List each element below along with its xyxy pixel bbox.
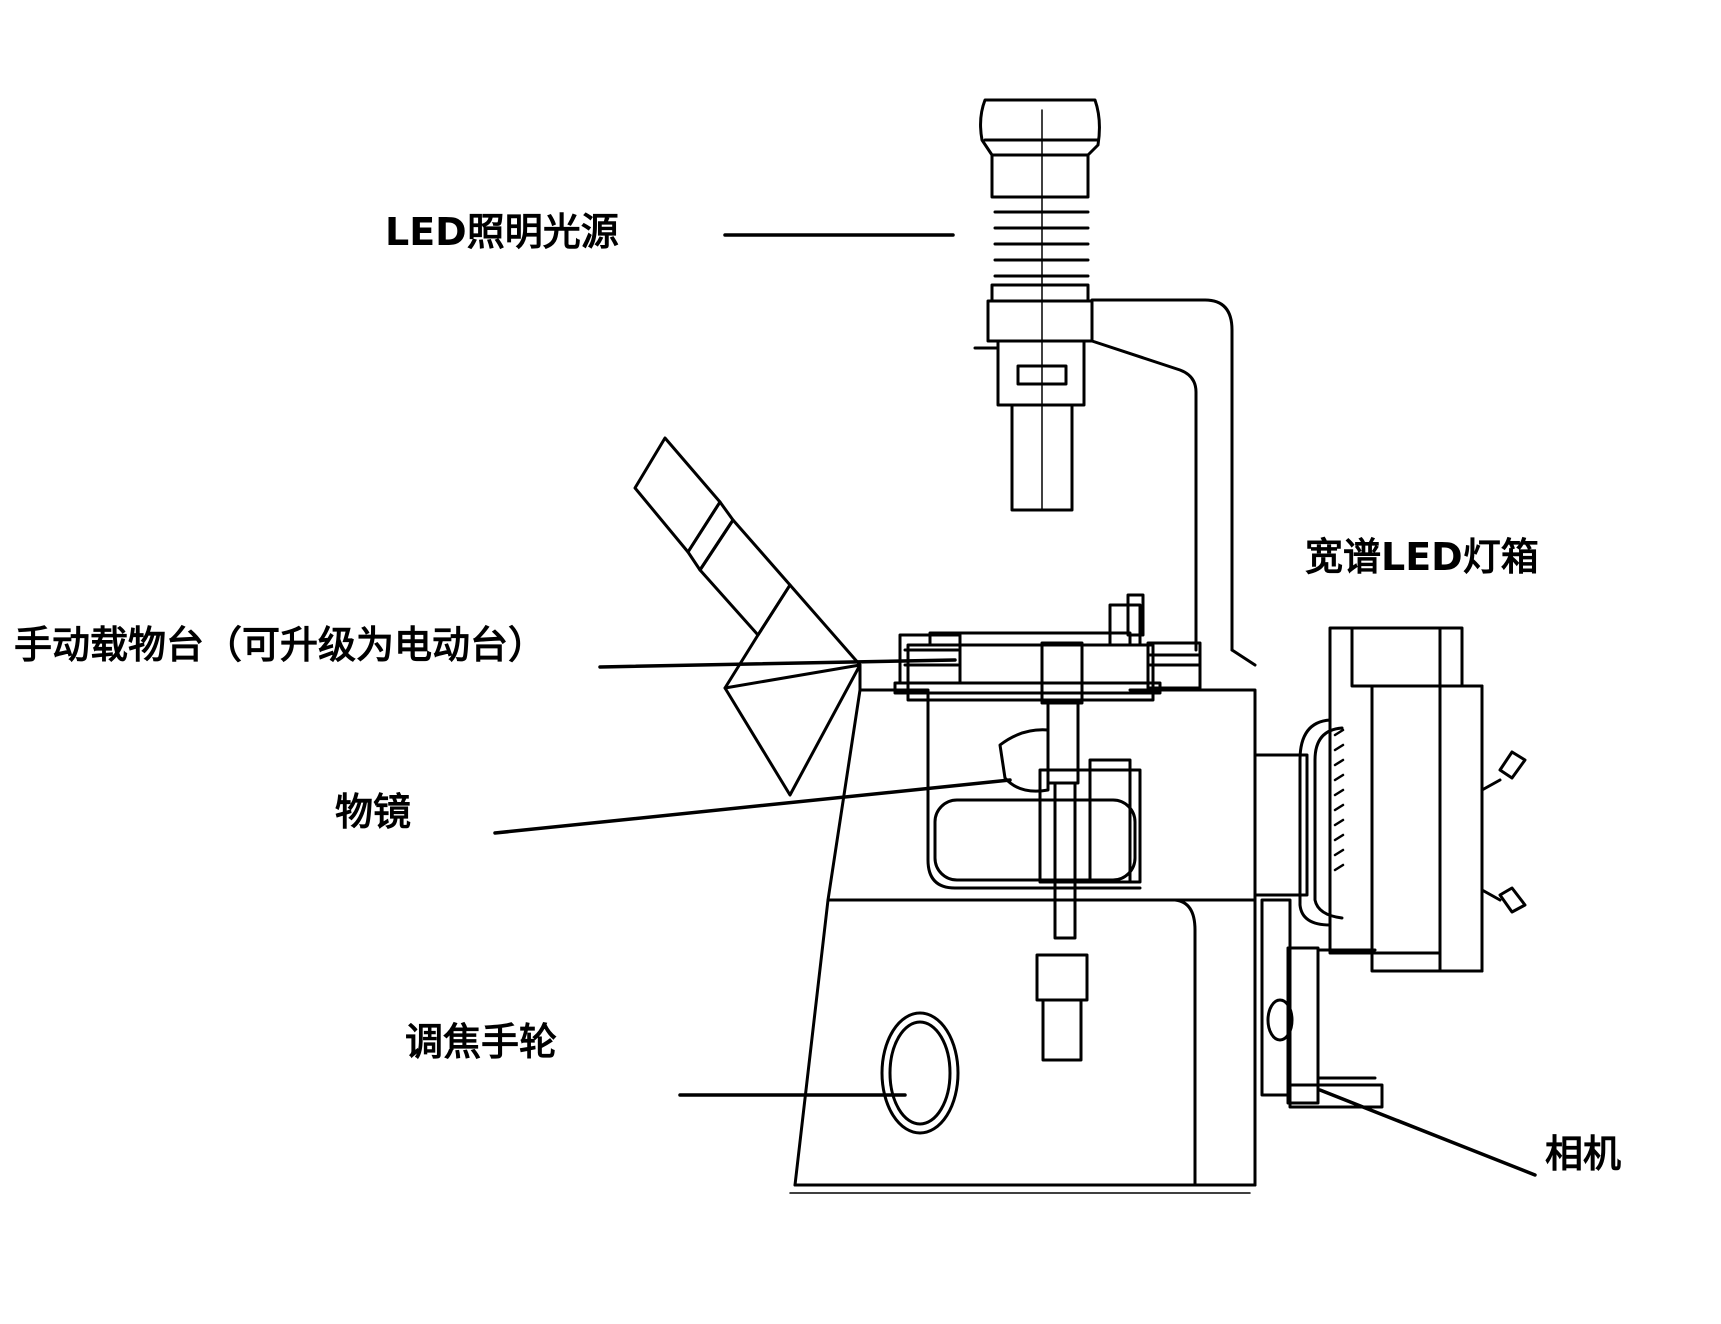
objective-column	[998, 641, 1089, 1062]
microscope-body	[789, 648, 1257, 1194]
focus-knob	[880, 1011, 960, 1135]
label-objective: 物镜	[335, 790, 412, 834]
illumination-pillar	[1090, 298, 1234, 652]
leader-camera	[1318, 1088, 1537, 1177]
camera	[1253, 753, 1384, 1109]
label-led-light-source: LED照明光源	[385, 210, 619, 254]
eyepiece-tube	[633, 436, 862, 797]
leader-objective	[493, 778, 1012, 835]
callout-lines	[493, 233, 1537, 1177]
label-focus-knob: 调焦手轮	[405, 1020, 558, 1064]
led-illuminator	[973, 98, 1101, 512]
label-wideband-led-lightbox: 宽谱LED灯箱	[1305, 535, 1539, 579]
wideband-led-lightbox	[1298, 626, 1527, 973]
leader-stage	[598, 658, 957, 669]
label-manual-stage: 手动载物台（可升级为电动台）	[14, 623, 547, 667]
stage	[893, 593, 1202, 702]
label-camera: 相机	[1545, 1132, 1622, 1176]
